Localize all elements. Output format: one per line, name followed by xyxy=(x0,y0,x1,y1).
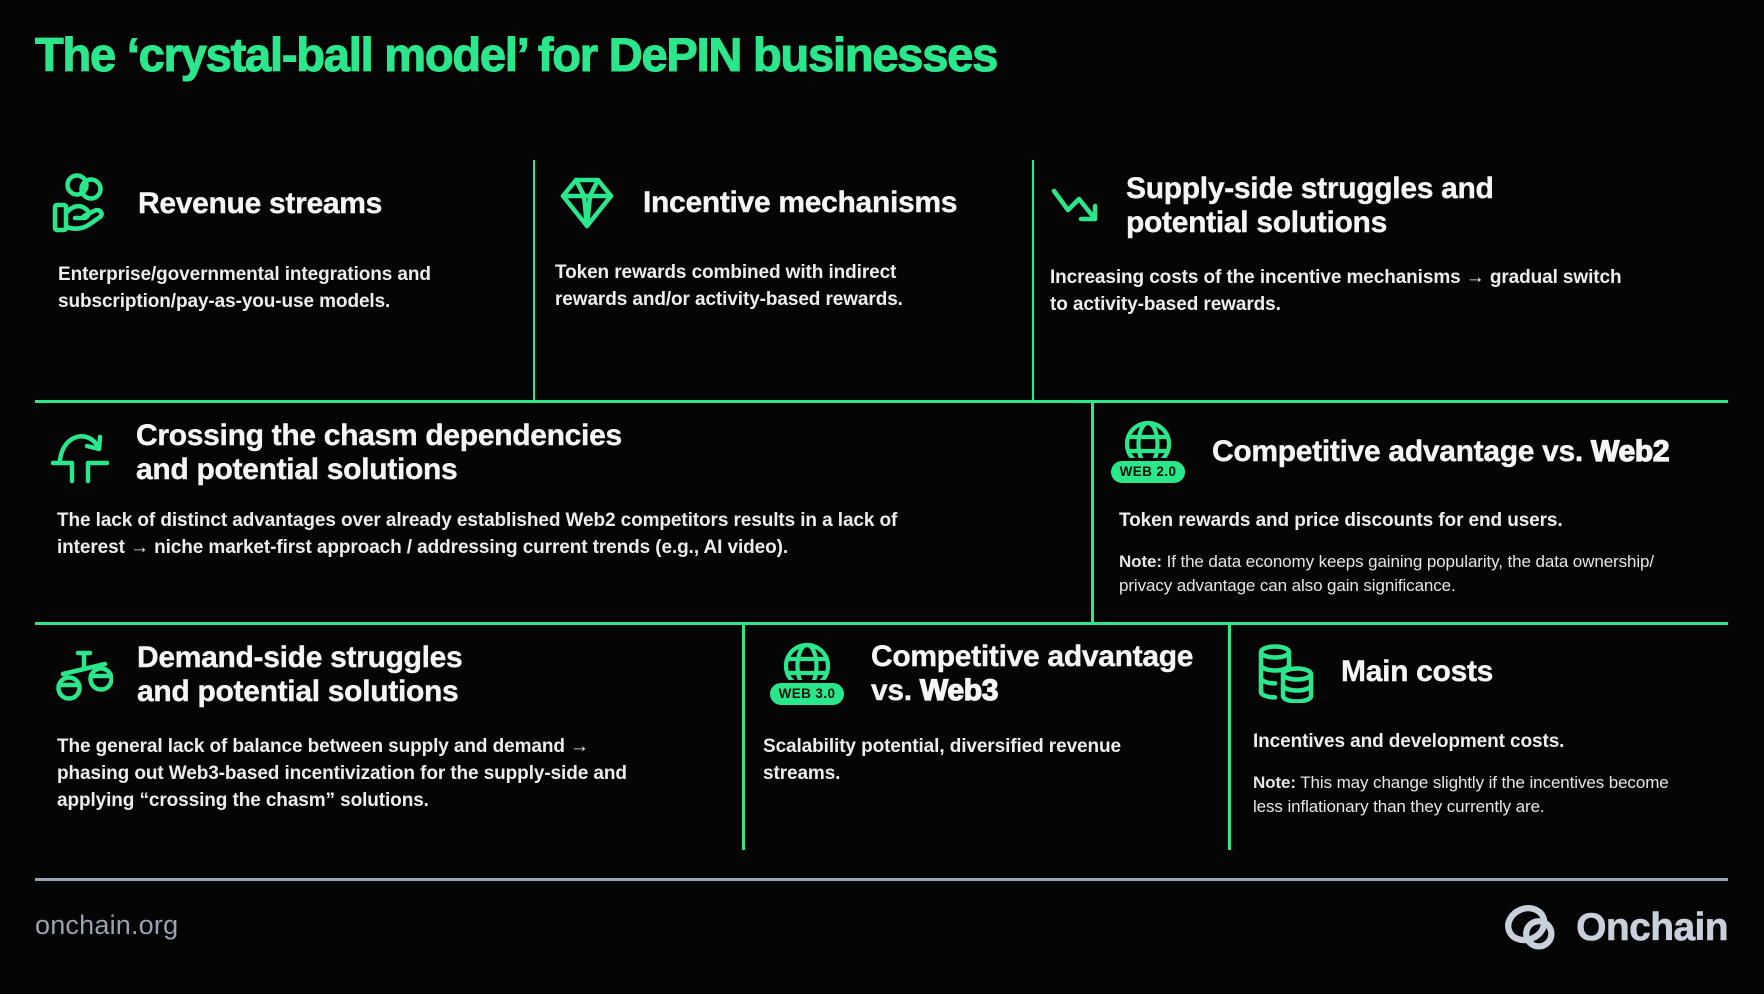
site-url: onchain.org xyxy=(35,910,179,940)
footer-divider xyxy=(35,878,1728,881)
panel-header: WEB 2.0 Competitive advantage vs. Web2 xyxy=(1104,417,1714,486)
diamond-icon xyxy=(555,172,619,234)
panel-title: Competitive advantage vs. Web2 xyxy=(1212,434,1670,468)
panel-title: Revenue streams xyxy=(138,187,383,221)
panel-supply-side: Supply-side struggles and potential solu… xyxy=(1032,160,1728,400)
hand-coins-icon xyxy=(50,172,114,236)
onchain-logo-icon xyxy=(1502,898,1564,958)
panel-main-costs: Main costs Incentives and development co… xyxy=(1228,625,1728,850)
onchain-logo: Onchain xyxy=(1502,898,1729,958)
panel-header: Main costs xyxy=(1253,641,1718,703)
web3-badge: WEB 3.0 xyxy=(766,680,848,708)
panel-title: Crossing the chasm dependencies and pote… xyxy=(136,419,623,486)
panel-title: Supply-side struggles and potential solu… xyxy=(1126,172,1494,239)
panel-demand-side: Demand-side struggles and potential solu… xyxy=(35,625,742,850)
panel-title: Main costs xyxy=(1341,655,1494,689)
panel-body: Token rewards and price discounts for en… xyxy=(1119,510,1563,531)
panel-body: Scalability potential, diversified reven… xyxy=(763,736,1121,784)
coin-stacks-icon xyxy=(1253,641,1317,703)
panel-body: Incentives and development costs. xyxy=(1253,731,1565,752)
panel-web2-advantage: WEB 2.0 Competitive advantage vs. Web2 T… xyxy=(1091,403,1728,622)
panel-note: Note: This may change slightly if the in… xyxy=(1253,772,1669,817)
row-middle: Crossing the chasm dependencies and pote… xyxy=(35,400,1728,622)
globe-web3-icon: WEB 3.0 xyxy=(763,639,851,708)
panel-header: Revenue streams xyxy=(50,172,507,236)
onchain-wordmark: Onchain xyxy=(1576,906,1729,950)
panel-header: Demand-side struggles and potential solu… xyxy=(55,641,720,708)
trending-down-icon xyxy=(1050,182,1106,230)
panel-body: Enterprise/governmental integrations and… xyxy=(58,264,431,312)
web2-badge: WEB 2.0 xyxy=(1107,458,1189,486)
page-title: The ‘crystal-ball model’ for DePIN busin… xyxy=(34,27,998,81)
panel-title: Incentive mechanisms xyxy=(643,186,958,220)
panel-body: Increasing costs of the incentive mechan… xyxy=(1050,267,1622,316)
panel-header: Incentive mechanisms xyxy=(555,172,1018,234)
panel-revenue-streams: Revenue streams Enterprise/governmental … xyxy=(35,160,533,400)
panel-body: The general lack of balance between supp… xyxy=(57,736,627,812)
chasm-arc-arrow-icon xyxy=(48,422,112,484)
row-top: Revenue streams Enterprise/governmental … xyxy=(35,160,1728,400)
panel-body: The lack of distinct advantages over alr… xyxy=(57,510,898,559)
panel-title: Demand-side struggles and potential solu… xyxy=(137,641,463,708)
row-bottom: Demand-side struggles and potential solu… xyxy=(35,622,1728,850)
panel-crossing-chasm: Crossing the chasm dependencies and pote… xyxy=(35,403,1091,622)
scales-icon xyxy=(55,647,113,703)
globe-web2-icon: WEB 2.0 xyxy=(1104,417,1192,486)
panel-note: Note: If the data economy keeps gaining … xyxy=(1119,551,1655,596)
panel-header: Supply-side struggles and potential solu… xyxy=(1050,172,1720,239)
panel-header: Crossing the chasm dependencies and pote… xyxy=(48,419,1065,486)
panel-body: Token rewards combined with indirect rew… xyxy=(555,262,903,310)
panel-incentive-mechanisms: Incentive mechanisms Token rewards combi… xyxy=(533,160,1032,400)
